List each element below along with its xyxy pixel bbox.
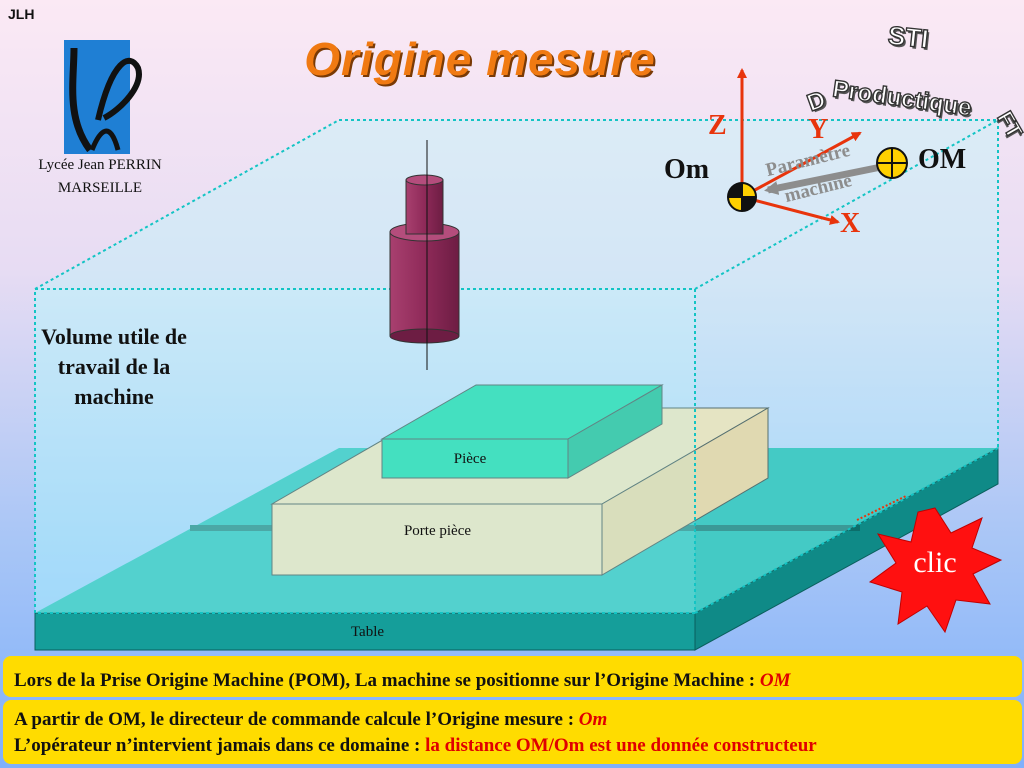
axis-system bbox=[737, 68, 887, 225]
axis-z-label: Z bbox=[708, 110, 727, 141]
clic-label[interactable]: clic bbox=[913, 546, 957, 579]
note-highlight: OM bbox=[759, 670, 791, 691]
school-name: Lycée Jean PERRIN MARSEILLE bbox=[20, 154, 180, 200]
piece-label: Pièce bbox=[453, 451, 487, 467]
school-name-line: Lycée Jean PERRIN bbox=[38, 157, 162, 173]
axis-x-label: X bbox=[840, 208, 861, 239]
note-text: Lors de la Prise Origine Machine (POM), … bbox=[14, 670, 760, 691]
note-box-om bbox=[3, 700, 1022, 764]
origin-mesure-label: Om bbox=[664, 154, 710, 185]
clic-burst[interactable] bbox=[868, 507, 1003, 634]
working-volume-label: Volume utile de travail de la machine bbox=[16, 322, 212, 412]
origin-machine-symbol bbox=[876, 147, 908, 179]
page-title: Origine mesure bbox=[304, 33, 656, 85]
school-logo bbox=[64, 40, 142, 154]
note-text: L’opérateur n’intervient jamais dans ce … bbox=[14, 735, 426, 756]
badge-sti: STI bbox=[886, 19, 931, 55]
author-initials: JLH bbox=[8, 6, 35, 22]
school-city-line: MARSEILLE bbox=[57, 180, 143, 196]
porte-piece-label: Porte pièce bbox=[403, 523, 472, 539]
note-line-om: A partir de OM, le directeur de commande… bbox=[14, 709, 607, 731]
note-box-pom bbox=[3, 656, 1022, 697]
volume-label-line: Volume utile de bbox=[41, 324, 187, 349]
table-label: Table bbox=[350, 624, 385, 640]
origin-machine-label: OM bbox=[918, 144, 967, 175]
volume-label-line: travail de la bbox=[57, 354, 171, 379]
note-line-operator: L’opérateur n’intervient jamais dans ce … bbox=[14, 735, 817, 757]
volume-label-line: machine bbox=[74, 384, 154, 409]
note-highlight: la distance OM/Om est une donnée constru… bbox=[425, 735, 817, 756]
axis-y-label: Y bbox=[808, 114, 829, 145]
spindle-tool bbox=[389, 140, 460, 370]
note-text: A partir de OM, le directeur de commande… bbox=[14, 709, 579, 730]
note-line-pom: Lors de la Prise Origine Machine (POM), … bbox=[14, 670, 791, 692]
piece-block bbox=[380, 384, 664, 479]
clic-pointer bbox=[856, 495, 907, 521]
working-volume bbox=[34, 119, 999, 614]
note-highlight: Om bbox=[578, 709, 608, 730]
origin-mesure-symbol bbox=[727, 182, 757, 212]
